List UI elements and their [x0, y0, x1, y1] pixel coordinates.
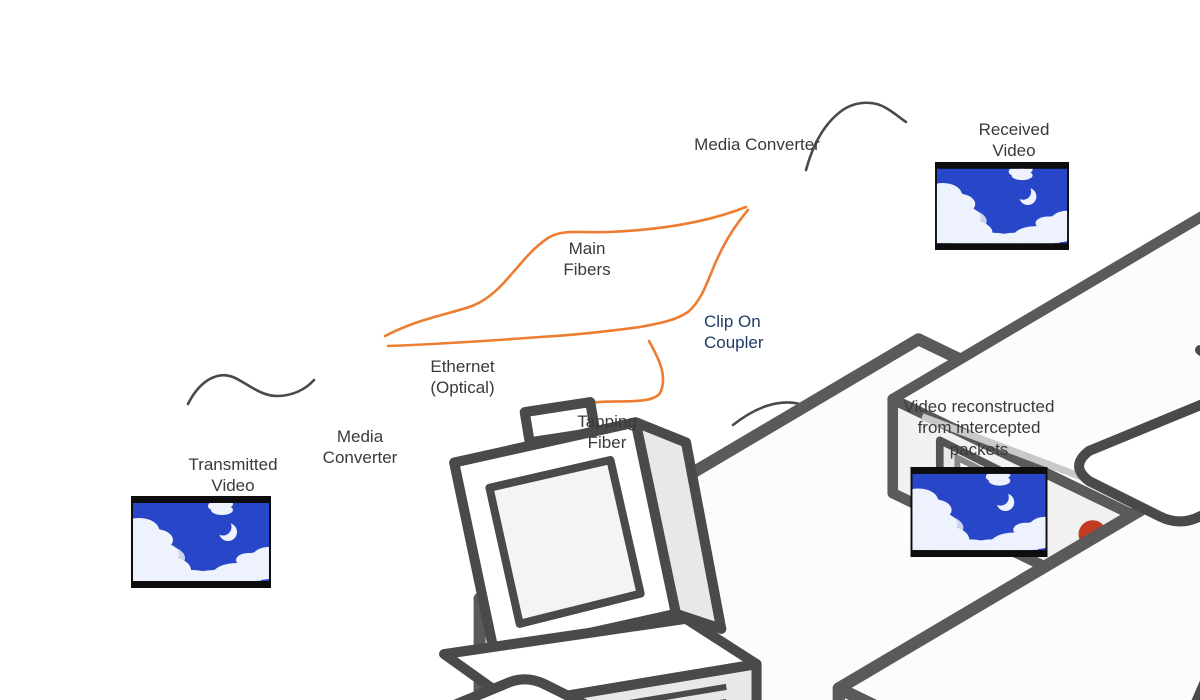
received-video-still: [906, 162, 1082, 260]
main-fiber-upper: [383, 205, 748, 338]
tapping-fiber-label: Tapping Fiber: [577, 412, 637, 453]
transmitted-video-still: [101, 496, 285, 598]
main-fiber-lower: [386, 208, 750, 348]
ethernet-optical-label: Ethernet (Optical): [430, 357, 495, 398]
converter-to-pc-cable-right: [804, 101, 908, 172]
clip-on-coupler-label: Clip On Coupler: [704, 312, 764, 353]
pc-to-converter-cable-left: [186, 374, 316, 406]
media-converter-left-label: Media Converter: [322, 427, 398, 468]
reconstructed-video-label: Video reconstructed from intercepted pac…: [903, 397, 1055, 459]
main-fibers-label: Main Fibers: [563, 239, 611, 280]
received-video-label: Received Video: [978, 120, 1050, 161]
media-converter-right-label: Media Converter: [694, 135, 820, 154]
transmitted-video-label: Transmitted Video: [188, 455, 278, 496]
